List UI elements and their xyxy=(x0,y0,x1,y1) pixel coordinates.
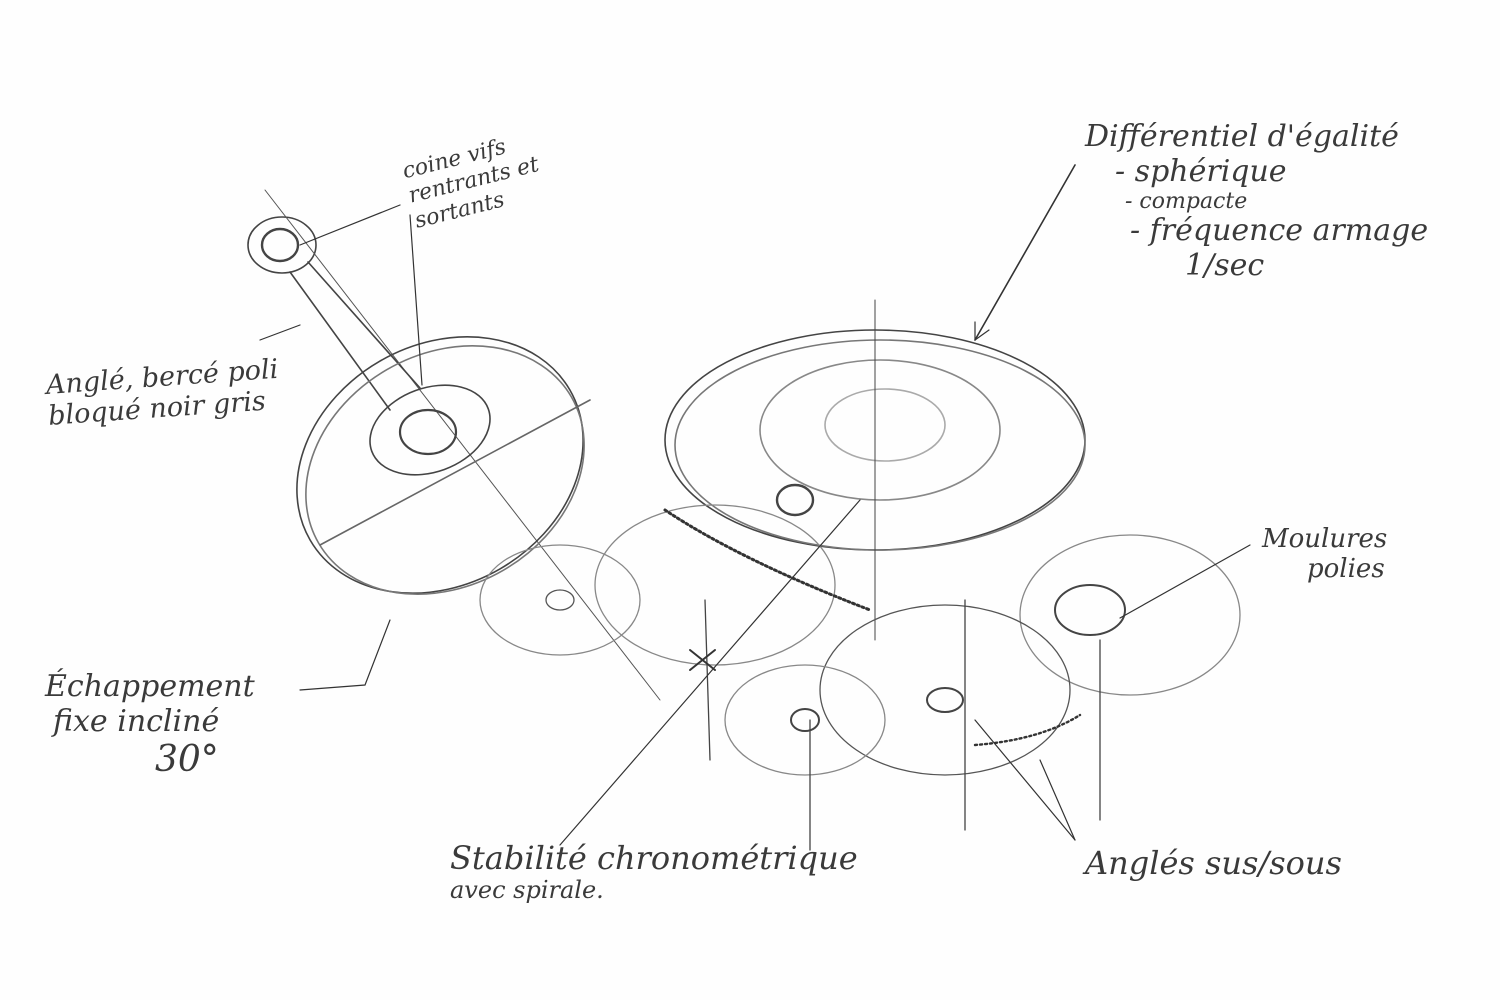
annotation-line: Anglés sus/sous xyxy=(1085,844,1342,882)
annotation-escapement: Échappement fixe incliné 30° xyxy=(45,669,255,780)
escapement-assembly xyxy=(247,189,661,701)
annotation-line: polies xyxy=(1307,553,1385,584)
annotation-line: 1/sec xyxy=(1185,247,1265,283)
annotation-line: - sphérique xyxy=(1115,153,1287,189)
shaft-right xyxy=(307,261,421,389)
annotation-angles: Anglés sus/sous xyxy=(1085,845,1342,882)
annotation-moulures: Moulures polies xyxy=(1262,524,1388,585)
annotation-differential: Différentiel d'égalité - sphérique - com… xyxy=(1085,119,1429,283)
differential-assembly xyxy=(664,299,1086,641)
screw-head xyxy=(247,216,317,274)
annotation-line: fixe incliné xyxy=(53,703,220,739)
annotation-line: avec spirale. xyxy=(450,875,604,904)
annotation-line: - fréquence armage xyxy=(1130,213,1429,249)
gear-train xyxy=(479,504,1241,851)
shaft-left xyxy=(289,271,391,411)
annotation-stability: Stabilité chronométrique avec spirale. xyxy=(450,840,858,904)
gear-teeth xyxy=(663,508,872,612)
hub xyxy=(369,384,491,476)
annotation-line: - compacte xyxy=(1125,189,1248,214)
balance-disc xyxy=(296,336,584,594)
differential-dome xyxy=(759,359,1001,501)
annotation-line: Stabilité chronométrique xyxy=(450,839,858,877)
annotation-line: Moulures xyxy=(1262,524,1388,554)
annotation-line: 30° xyxy=(155,739,219,780)
axis-line xyxy=(264,189,661,701)
annotation-line: Échappement xyxy=(45,669,255,704)
leader-lines xyxy=(259,164,1251,846)
gear-wheel xyxy=(594,504,836,666)
annotation-title: Différentiel d'égalité xyxy=(1085,119,1399,154)
